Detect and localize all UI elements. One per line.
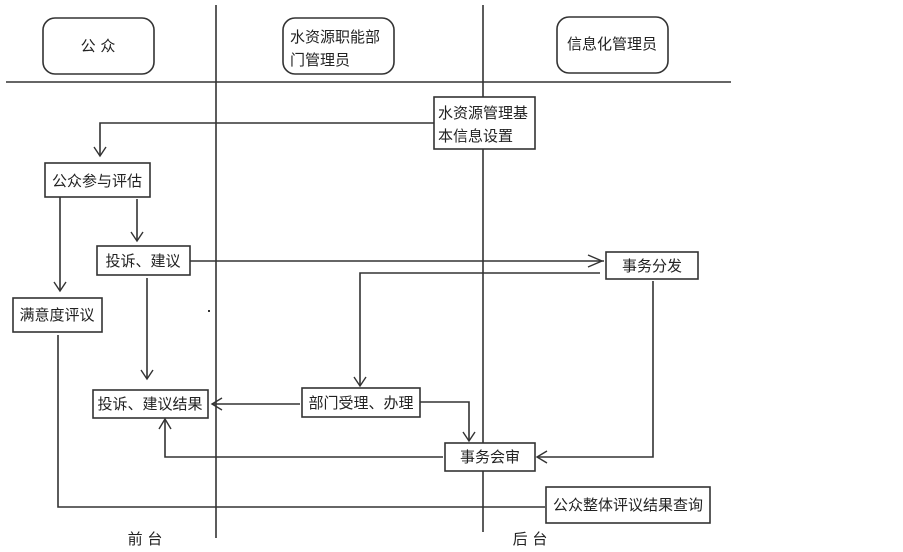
lane-public-label: 公 众: [81, 37, 116, 55]
lane-header-public: 公 众: [42, 17, 155, 75]
stray-dot: [208, 310, 210, 312]
node-satisfaction[interactable]: 满意度评议: [12, 297, 103, 333]
node-complaint-result-label: 投诉、建议结果: [97, 395, 202, 413]
node-dept-handle[interactable]: 部门受理、办理: [301, 387, 421, 418]
node-overall-query-label: 公众整体评议结果查询: [553, 496, 703, 514]
connectors: [53, 122, 654, 508]
lane-header-department: 水资源职能部 门管理员: [282, 17, 395, 75]
lane-header-it-admin: 信息化管理员: [556, 16, 669, 74]
node-public-eval[interactable]: 公众参与评估: [44, 162, 151, 198]
lane-it-admin-label: 信息化管理员: [567, 35, 657, 53]
lane-department-label-2: 门管理员: [290, 51, 350, 69]
node-complaint[interactable]: 投诉、建议: [96, 245, 191, 276]
node-joint-review-label: 事务会审: [460, 448, 520, 466]
node-dispatch[interactable]: 事务分发: [605, 251, 699, 280]
footer-front-label: 前 台: [128, 530, 163, 548]
node-basic-setup[interactable]: 水资源管理基 本信息设置: [433, 96, 536, 150]
node-dept-handle-label: 部门受理、办理: [308, 394, 413, 412]
node-basic-setup-label-1: 水资源管理基: [438, 104, 528, 122]
node-dispatch-label: 事务分发: [622, 257, 682, 275]
node-basic-setup-label-2: 本信息设置: [438, 127, 513, 145]
node-public-eval-label: 公众参与评估: [52, 172, 142, 190]
node-overall-query[interactable]: 公众整体评议结果查询: [545, 486, 711, 524]
node-satisfaction-label: 满意度评议: [19, 306, 94, 324]
node-complaint-result[interactable]: 投诉、建议结果: [92, 389, 209, 419]
node-joint-review[interactable]: 事务会审: [444, 442, 536, 472]
node-complaint-label: 投诉、建议: [105, 252, 180, 270]
footer-back-label: 后 台: [513, 530, 548, 548]
lane-department-label-1: 水资源职能部: [290, 28, 380, 46]
